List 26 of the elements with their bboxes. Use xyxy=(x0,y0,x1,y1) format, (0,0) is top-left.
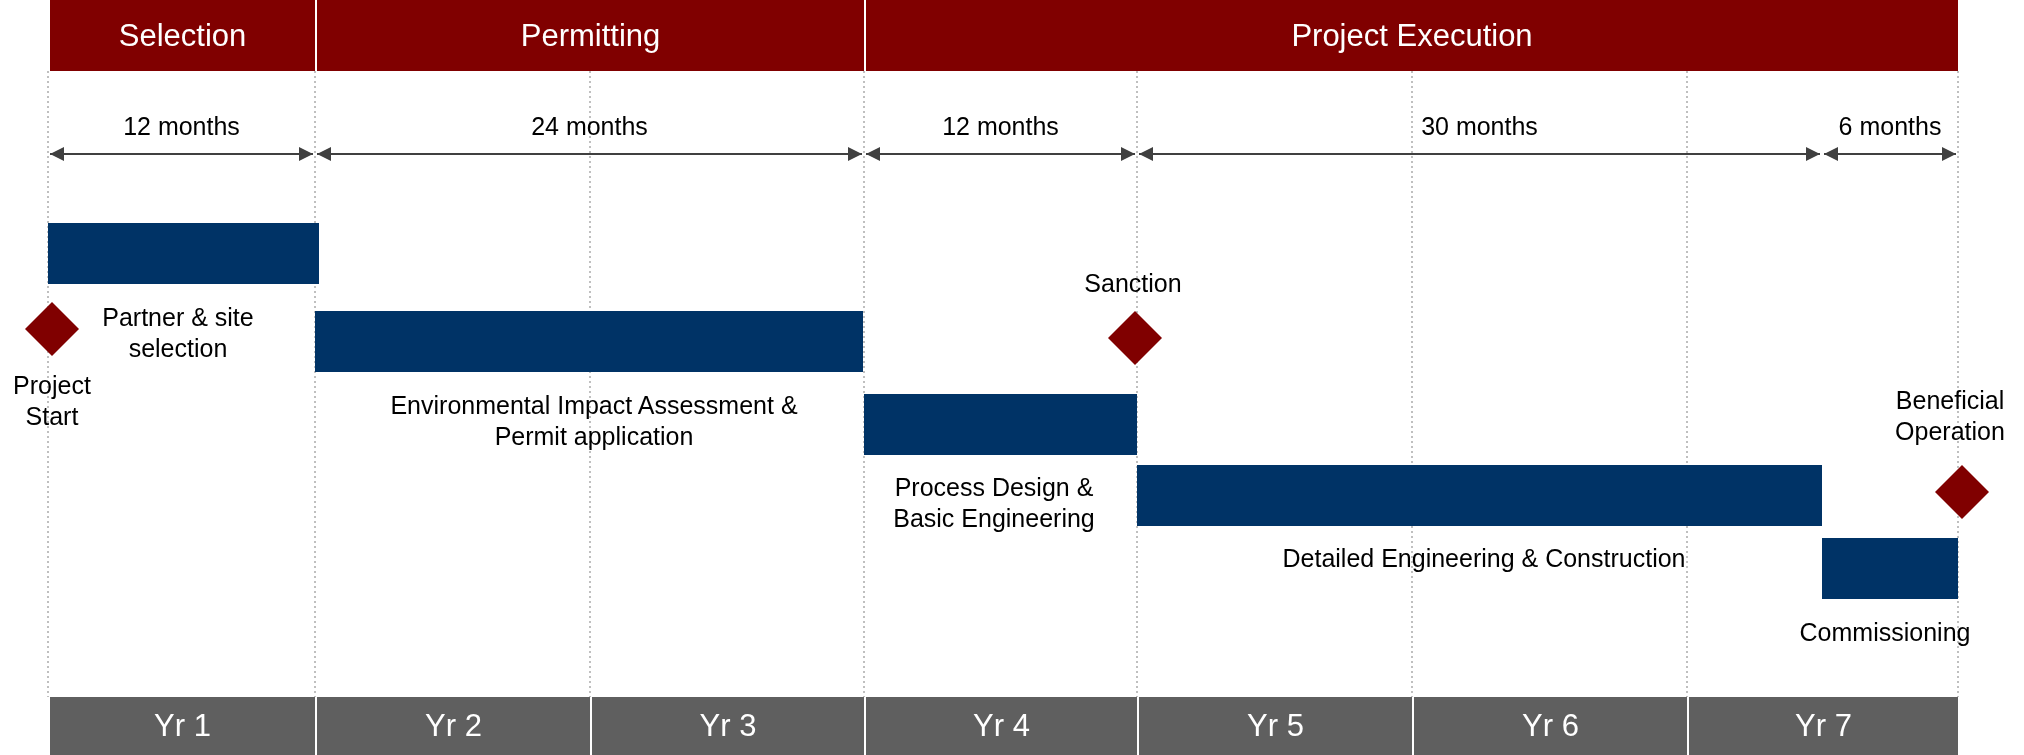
year-cell: Yr 3 xyxy=(590,697,864,755)
duration-label: 30 months xyxy=(1421,111,1538,143)
phase-header: Selection xyxy=(48,0,315,71)
milestone-label: Beneficial Operation xyxy=(1894,384,2006,447)
duration-label: 12 months xyxy=(942,111,1059,143)
duration-label: 6 months xyxy=(1838,111,1942,143)
milestone-diamond xyxy=(1108,311,1162,365)
duration-label: 24 months xyxy=(531,111,648,143)
year-cell: Yr 1 xyxy=(48,697,315,755)
bar-caption: Detailed Engineering & Construction xyxy=(1281,543,1687,575)
duration-label: 12 months xyxy=(123,111,240,143)
phase-header: Permitting xyxy=(315,0,864,71)
milestone-diamond xyxy=(25,302,79,356)
bar-caption: Partner & site selection xyxy=(101,301,255,364)
year-cell: Yr 5 xyxy=(1137,697,1412,755)
milestone-diamond xyxy=(1935,465,1989,519)
phase-header: Project Execution xyxy=(864,0,1958,71)
bar-caption: Process Design & Basic Engineering xyxy=(892,471,1096,534)
year-cell: Yr 6 xyxy=(1412,697,1687,755)
bar-caption: Commissioning xyxy=(1798,617,1972,649)
year-cell: Yr 2 xyxy=(315,697,590,755)
year-cell: Yr 4 xyxy=(864,697,1137,755)
bar-caption: Environmental Impact Assessment & Permit application xyxy=(389,389,799,452)
milestone-label: Project Start xyxy=(12,369,92,432)
milestone-label: Sanction xyxy=(1083,268,1183,300)
year-cell: Yr 7 xyxy=(1687,697,1958,755)
